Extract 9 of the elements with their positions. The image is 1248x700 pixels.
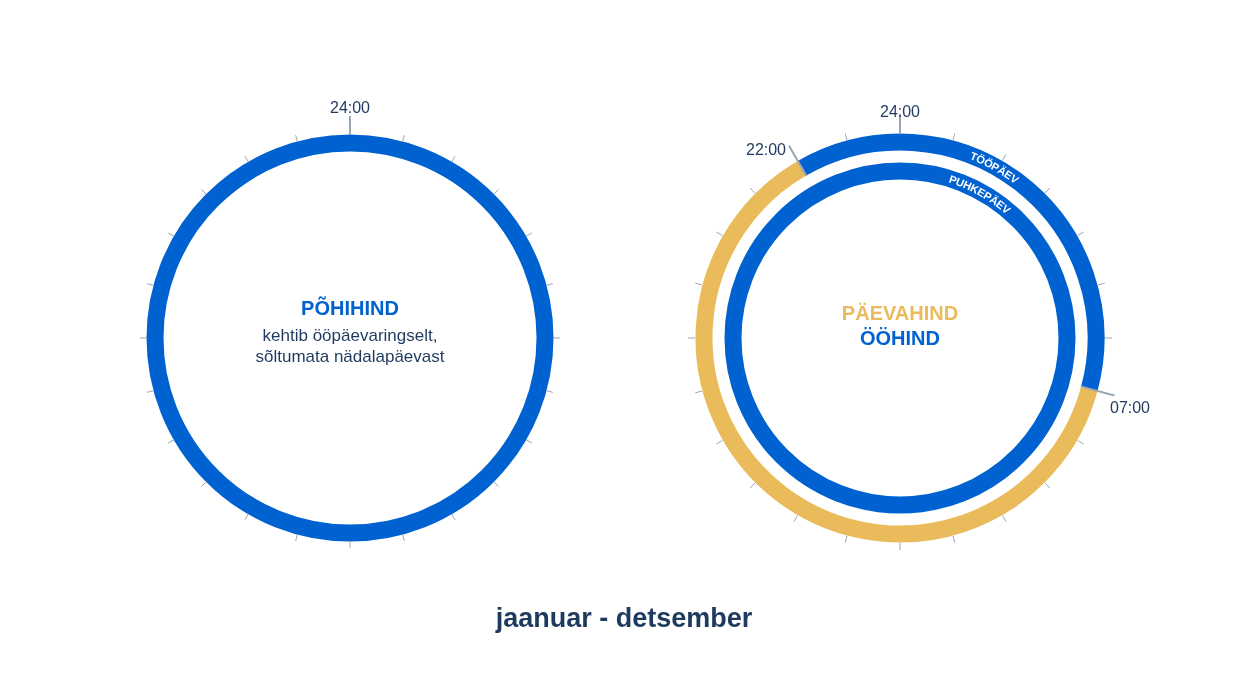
day-price-label: PÄEVAHIND bbox=[841, 301, 959, 326]
night-price-label: ÖÖHIND bbox=[860, 326, 940, 351]
caption: jaanuar - detsember bbox=[495, 602, 753, 634]
price-title: PÕHIHIND bbox=[301, 296, 399, 321]
price-description: kehtib ööpäevaringselt, sõltumata nädalapäevast bbox=[254, 325, 446, 368]
time-label: 22:00 bbox=[746, 141, 786, 159]
time-label: 24:00 bbox=[880, 103, 920, 121]
time-label: 07:00 bbox=[1110, 399, 1150, 417]
time-label: 24:00 bbox=[330, 99, 370, 117]
